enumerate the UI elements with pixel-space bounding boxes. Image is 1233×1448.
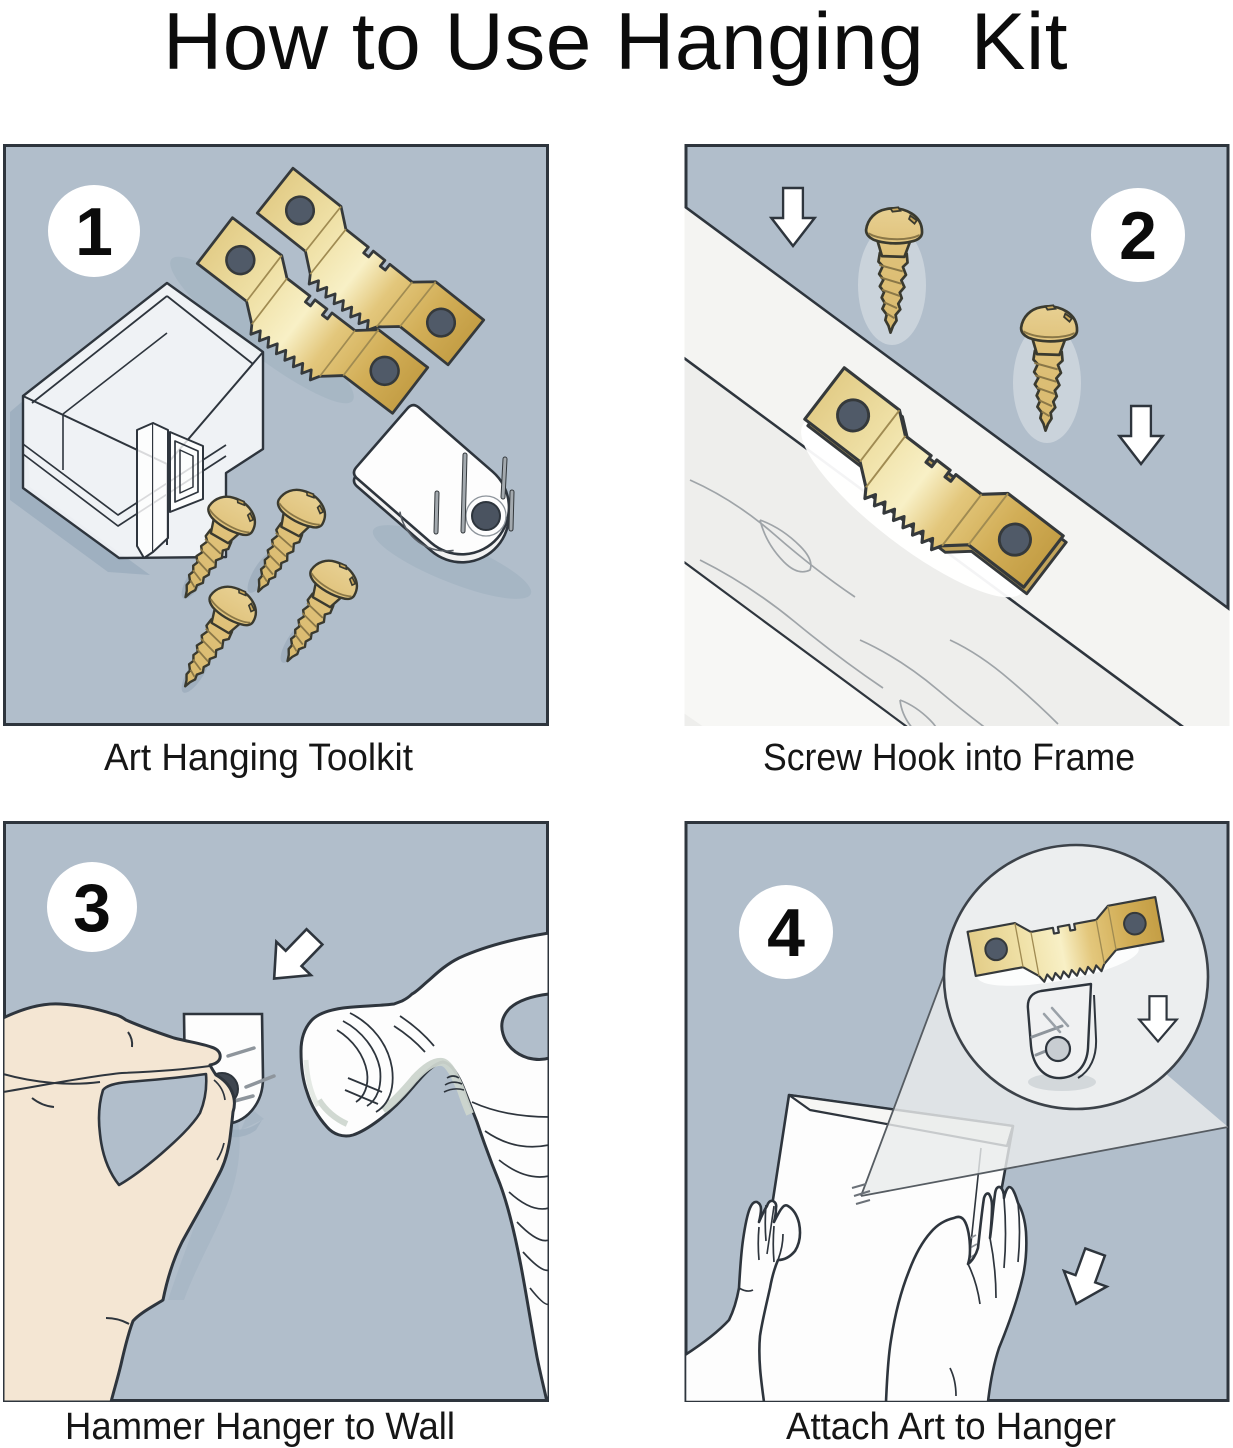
svg-text:3: 3 xyxy=(73,870,111,946)
svg-text:Art Hanging Toolkit: Art Hanging Toolkit xyxy=(104,737,413,779)
svg-text:4: 4 xyxy=(767,895,805,971)
svg-text:2: 2 xyxy=(1119,198,1157,274)
svg-text:1: 1 xyxy=(75,194,113,270)
svg-text:How to Use Hanging Kit: How to Use Hanging Kit xyxy=(163,0,1068,87)
svg-text:Hammer Hanger to Wall: Hammer Hanger to Wall xyxy=(65,1406,455,1448)
svg-text:Attach Art to Hanger: Attach Art to Hanger xyxy=(786,1406,1116,1448)
svg-text:Screw Hook into Frame: Screw Hook into Frame xyxy=(763,737,1135,779)
